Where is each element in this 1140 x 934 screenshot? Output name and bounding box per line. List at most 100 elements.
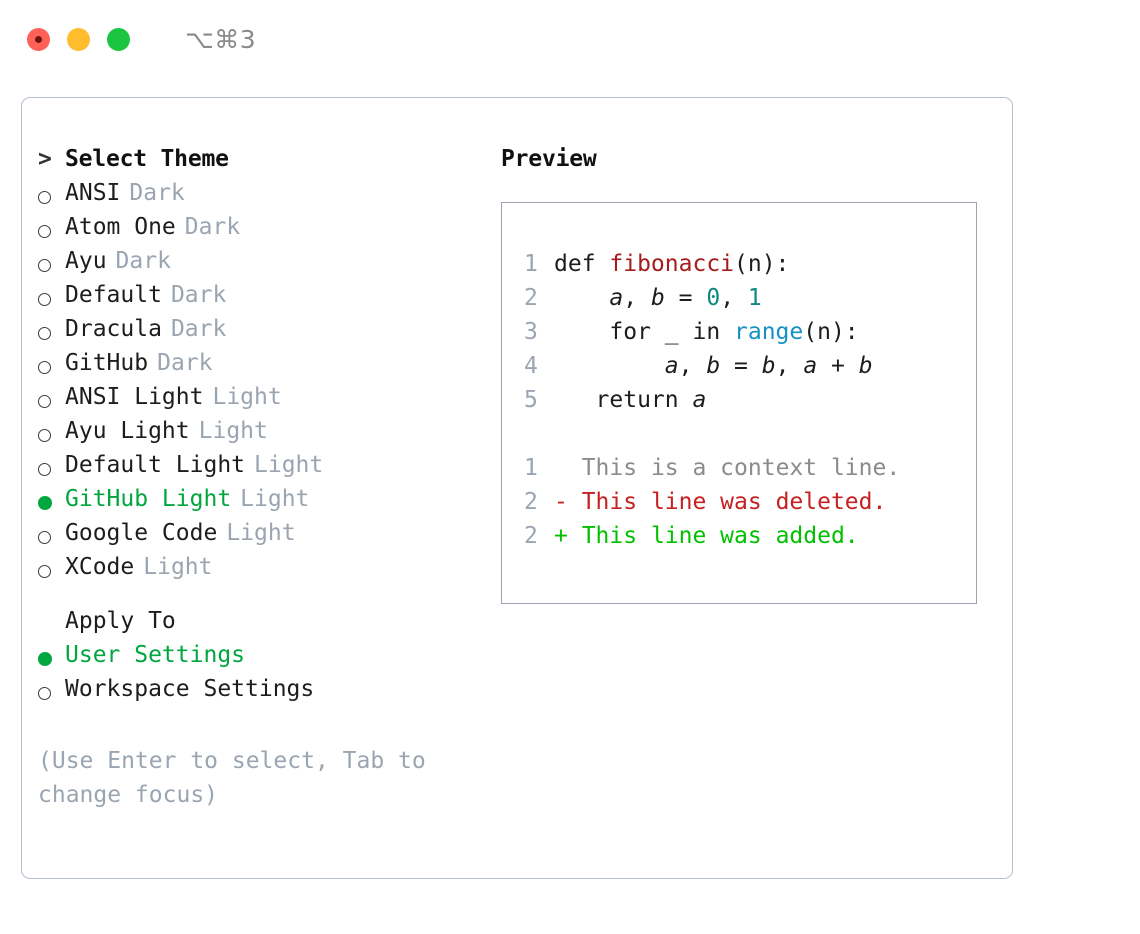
theme-label: XCode bbox=[65, 554, 135, 580]
diff-sign: + bbox=[554, 523, 582, 549]
diff-line: 2- This line was deleted. bbox=[524, 485, 976, 519]
radio-unselected-icon[interactable] bbox=[38, 418, 65, 452]
diff-sign bbox=[554, 451, 582, 485]
radio-unselected-icon[interactable] bbox=[38, 676, 65, 710]
code-token: b bbox=[650, 285, 665, 311]
theme-variant-badge: Dark bbox=[115, 248, 171, 274]
code-token: for _ in bbox=[554, 319, 735, 345]
theme-item[interactable]: ANSI Light Light bbox=[38, 384, 478, 418]
theme-label: ANSI bbox=[65, 180, 121, 206]
code-token: b bbox=[761, 353, 776, 379]
theme-variant-badge: Light bbox=[240, 486, 310, 512]
line-number: 1 bbox=[524, 251, 538, 277]
line-number: 2 bbox=[524, 489, 538, 515]
theme-variant-badge: Light bbox=[226, 520, 296, 546]
theme-item[interactable]: GitHub Dark bbox=[38, 350, 478, 384]
diff-line: 2 + This line was added. bbox=[524, 519, 976, 553]
apply-to-label: User Settings bbox=[65, 642, 246, 668]
diff-text: This line was deleted. bbox=[581, 489, 887, 515]
maximize-window-button[interactable] bbox=[107, 27, 130, 51]
theme-item[interactable]: Ayu Light Light bbox=[38, 418, 478, 452]
radio-unselected-icon[interactable] bbox=[38, 520, 65, 554]
code-token: (n): bbox=[734, 251, 790, 277]
code-token: 1 bbox=[747, 285, 762, 311]
line-number: 4 bbox=[524, 353, 538, 379]
theme-label: ANSI Light bbox=[65, 384, 204, 410]
theme-item[interactable]: GitHub Light Light bbox=[38, 486, 478, 520]
apply-to-marker bbox=[38, 608, 65, 634]
radio-unselected-icon[interactable] bbox=[38, 554, 65, 588]
code-token: , bbox=[775, 353, 804, 379]
theme-variant-badge: Dark bbox=[157, 350, 213, 376]
prompt-marker-icon: > bbox=[38, 146, 66, 172]
radio-unselected-icon[interactable] bbox=[38, 282, 65, 316]
page-title: Select Theme bbox=[65, 146, 229, 172]
theme-label: Default Light bbox=[65, 452, 246, 478]
radio-unselected-icon[interactable] bbox=[38, 350, 65, 384]
theme-label: Dracula bbox=[65, 316, 162, 342]
theme-variant-badge: Dark bbox=[129, 180, 185, 206]
code-token: b bbox=[858, 353, 873, 379]
theme-item[interactable]: Default Light Light bbox=[38, 452, 478, 486]
theme-item[interactable]: Ayu Dark bbox=[38, 248, 478, 282]
diff-text: This line was added. bbox=[581, 523, 859, 549]
code-token: b bbox=[706, 353, 721, 379]
diff-line: 1 This is a context line. bbox=[524, 451, 976, 485]
radio-selected-icon[interactable] bbox=[38, 642, 65, 676]
code-token: , bbox=[623, 285, 651, 311]
theme-item[interactable]: XCode Light bbox=[38, 554, 478, 588]
radio-unselected-icon[interactable] bbox=[38, 316, 65, 350]
theme-label: GitHub bbox=[65, 350, 149, 376]
theme-variant-badge: Light bbox=[212, 384, 282, 410]
close-window-button[interactable] bbox=[27, 27, 50, 51]
code-line: 2 a, b = 0, 1 bbox=[524, 281, 976, 315]
code-token: 0 bbox=[706, 285, 721, 311]
theme-label: GitHub Light bbox=[65, 486, 232, 512]
radio-unselected-icon[interactable] bbox=[38, 214, 65, 248]
line-number: 2 bbox=[524, 523, 538, 549]
diff-sample: 1 This is a context line.2- This line wa… bbox=[524, 451, 976, 553]
theme-variant-badge: Dark bbox=[170, 282, 227, 308]
minimize-window-button[interactable] bbox=[67, 27, 90, 51]
apply-to-item[interactable]: User Settings bbox=[38, 642, 478, 676]
code-token bbox=[554, 349, 665, 383]
theme-variant-badge: Light bbox=[254, 452, 324, 478]
code-token: , bbox=[678, 353, 707, 379]
radio-unselected-icon[interactable] bbox=[38, 452, 65, 486]
line-number: 2 bbox=[524, 285, 538, 311]
radio-unselected-icon[interactable] bbox=[38, 180, 65, 214]
theme-item[interactable]: ANSI Dark bbox=[38, 180, 478, 214]
theme-variant-badge: Light bbox=[198, 418, 268, 444]
theme-label: Ayu bbox=[65, 248, 107, 274]
apply-to-item[interactable]: Workspace Settings bbox=[38, 676, 478, 710]
line-number: 5 bbox=[524, 387, 538, 413]
theme-label: Ayu Light bbox=[65, 418, 190, 444]
radio-unselected-icon[interactable] bbox=[38, 248, 65, 282]
code-token: , bbox=[720, 285, 748, 311]
radio-selected-icon[interactable] bbox=[38, 486, 65, 520]
code-token: def bbox=[554, 251, 610, 277]
radio-unselected-icon[interactable] bbox=[38, 384, 65, 418]
code-token: = bbox=[664, 285, 707, 311]
theme-variant-badge: Light bbox=[143, 554, 213, 580]
code-line: 4 a, b = b, a + b bbox=[524, 349, 976, 383]
keyboard-hint-text: (Use Enter to select, Tab to change focu… bbox=[38, 748, 440, 808]
code-token: (n): bbox=[803, 319, 859, 345]
code-token: a bbox=[692, 387, 707, 413]
diff-text: This is a context line. bbox=[581, 455, 901, 481]
code-token: return bbox=[554, 387, 693, 413]
theme-variant-badge: Dark bbox=[184, 214, 241, 240]
diff-sign: - bbox=[554, 489, 582, 515]
